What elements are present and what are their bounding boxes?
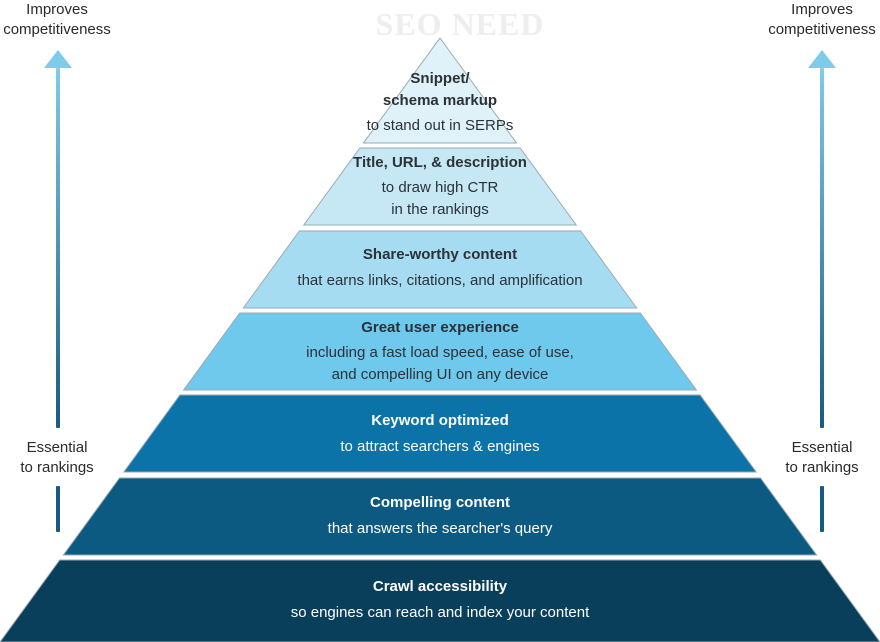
tier-title-line: Keyword optimized: [371, 412, 509, 429]
left-bottom-label-line2: to rankings: [20, 459, 94, 476]
tier-title-line: Compelling content: [370, 494, 510, 511]
tier-desc-line: to draw high CTR: [381, 179, 499, 196]
right-arrow-head-icon: [808, 50, 836, 68]
pyramid-tier-user-experience: [182, 312, 698, 391]
right-bottom-label-line1: Essential: [791, 439, 853, 456]
tier-title-line: Great user experience: [361, 319, 519, 336]
left-top-label-line1: Improves: [26, 1, 88, 18]
pyramid-tier-title-url: [302, 147, 578, 226]
tier-desc-line: so engines can reach and index your cont…: [290, 604, 590, 621]
tier-title-line: schema markup: [382, 92, 498, 109]
right-top-label: Improves competitiveness: [752, 0, 880, 40]
tier-title-line: Share-worthy content: [362, 246, 518, 263]
tier-desc-line: to stand out in SERPs: [366, 117, 514, 134]
left-top-label-line2: competitiveness: [3, 21, 111, 38]
pyramid-tier-snippet: [362, 37, 518, 144]
tier-share-worthy-content: Share-worthy content that earns links, c…: [180, 244, 700, 292]
pyramid-tier-share-worthy: [242, 230, 638, 309]
right-bottom-label: Essential to rankings: [752, 438, 880, 478]
left-bottom-label: Essential to rankings: [0, 438, 127, 478]
right-arrow-tail: [820, 486, 824, 532]
left-arrow-head-icon: [44, 50, 72, 68]
left-arrow-shaft: [56, 68, 60, 428]
tier-crawl-accessibility: Crawl accessibility so engines can reach…: [180, 576, 700, 624]
right-top-label-line1: Improves: [791, 1, 853, 18]
tier-compelling-content: Compelling content that answers the sear…: [180, 492, 700, 540]
tier-title-url-description: Title, URL, & description to draw high C…: [180, 152, 700, 221]
tier-desc-line: to attract searchers & engines: [340, 438, 540, 455]
tier-desc-line: that earns links, citations, and amplifi…: [297, 272, 583, 289]
right-arrow-shaft: [820, 68, 824, 428]
pyramid-tier-keyword: [122, 394, 758, 473]
tier-title-line: Crawl accessibility: [372, 578, 508, 595]
tier-desc-line: that answers the searcher's query: [327, 520, 553, 537]
watermark-text: SEO NEED: [375, 6, 545, 42]
left-top-label: Improves competitiveness: [0, 0, 127, 40]
left-bottom-label-line1: Essential: [26, 439, 88, 456]
right-top-label-line2: competitiveness: [768, 21, 876, 38]
pyramid-tier-compelling: [62, 477, 818, 556]
tier-snippet-schema: Snippet/ schema markup to stand out in S…: [180, 68, 700, 137]
right-bottom-label-line2: to rankings: [785, 459, 859, 476]
pyramid-tier-crawl: [0, 559, 880, 642]
tier-title-line: Title, URL, & description: [353, 154, 527, 171]
tier-title-line: Snippet/: [410, 70, 470, 87]
tier-desc-line: including a fast load speed, ease of use…: [306, 344, 574, 361]
tier-desc-line: in the rankings: [391, 201, 489, 218]
tier-keyword-optimized: Keyword optimized to attract searchers &…: [180, 410, 700, 458]
left-arrow-tail: [56, 486, 60, 532]
tier-great-user-experience: Great user experience including a fast l…: [180, 317, 700, 386]
tier-desc-line: and compelling UI on any device: [331, 366, 549, 383]
